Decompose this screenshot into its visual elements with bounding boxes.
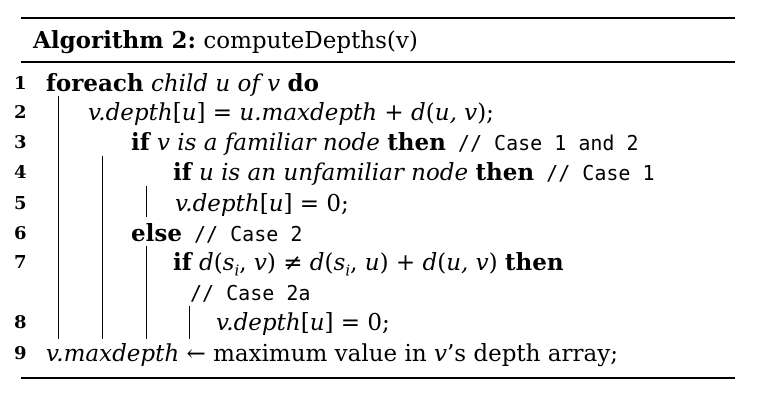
code-segment: then — [475, 159, 535, 186]
code-segment: ] = 0; — [324, 310, 390, 336]
code-segment: if — [173, 249, 192, 276]
indent-bar-foreach — [58, 96, 60, 339]
code-text: if d(si, v) ≠ d(si, u) + d(u, v) then — [173, 249, 564, 285]
code-segment: u, v — [434, 100, 478, 126]
line-number: 9 — [14, 343, 27, 364]
code-segment: v — [253, 250, 267, 276]
line-number: 6 — [14, 223, 27, 244]
code-segment: v.maxdepth — [46, 341, 180, 367]
code-segment: [ — [259, 191, 269, 217]
code-text: foreach child u of v do — [46, 70, 319, 98]
code-text: if u is an unfamiliar node then // Case … — [173, 159, 655, 187]
code-segment: , — [239, 250, 254, 276]
code-segment: foreach — [46, 70, 144, 97]
code-segment: u — [309, 310, 325, 336]
code-segment: ( — [437, 250, 447, 276]
code-segment: d — [411, 100, 426, 126]
code-segment: u, v — [446, 250, 489, 276]
code-segment: ] = — [196, 100, 240, 126]
code-segment: u — [181, 100, 197, 126]
line-number: 3 — [14, 132, 27, 153]
code-text: v.depth[u] = u.maxdepth + d(u, v); — [88, 99, 494, 127]
code-segment: [ — [300, 310, 310, 336]
code-segment — [192, 250, 199, 276]
code-segment — [192, 160, 199, 186]
code-text: v.maxdepth ← maximum value in v’s depth … — [46, 340, 618, 368]
indent-bar-if-distance — [189, 306, 191, 339]
algorithm-caption: Algorithm 2: computeDepths(v) — [33, 27, 418, 54]
code-segment: ) — [488, 250, 505, 276]
line-number: 8 — [14, 312, 27, 333]
line-number: 4 — [14, 162, 27, 183]
code-segment: ); — [477, 100, 494, 126]
code-segment: d — [422, 250, 438, 276]
code-segment: u is an unfamiliar node — [198, 160, 469, 186]
code-segment: // Case 1 and 2 — [445, 131, 639, 155]
code-text: v.depth[u] = 0; — [216, 309, 390, 337]
code-segment: i — [234, 261, 240, 280]
indent-bar-else — [146, 246, 148, 339]
code-segment: // Case 1 — [534, 161, 655, 185]
code-segment: do — [287, 70, 319, 97]
code-text: else // Case 2 — [131, 220, 302, 248]
code-segment: v.depth — [88, 100, 173, 126]
indent-bar-if-unfamiliar — [146, 186, 148, 217]
line-number: 2 — [14, 102, 27, 123]
code-segment: // Case 2a — [190, 281, 311, 305]
algorithm-name: computeDepths(v) — [203, 28, 418, 54]
code-segment — [150, 130, 157, 156]
code-segment: ( — [425, 100, 435, 126]
code-segment: then — [387, 129, 446, 156]
code-text: if v is a familiar node then // Case 1 a… — [131, 129, 639, 157]
caption-rule — [21, 61, 735, 63]
code-segment: ← maximum value in — [179, 341, 434, 367]
code-segment: v.depth — [175, 191, 260, 217]
code-segment: i — [345, 261, 351, 280]
code-segment: else — [131, 220, 182, 247]
code-segment: v.depth — [216, 310, 301, 336]
code-segment: ( — [213, 250, 223, 276]
code-segment: u.maxdepth — [239, 100, 378, 126]
bottom-rule — [21, 377, 735, 379]
line-number: 1 — [14, 73, 27, 94]
code-text: v.depth[u] = 0; — [175, 190, 349, 218]
code-segment: if — [173, 159, 192, 186]
line-number: 7 — [14, 252, 27, 273]
code-segment: s — [222, 250, 235, 276]
code-segment: + — [377, 100, 412, 126]
code-segment: ( — [324, 250, 334, 276]
code-text: // Case 2a — [190, 279, 310, 307]
line-number: 5 — [14, 193, 27, 214]
code-segment: if — [131, 129, 150, 156]
code-segment: s — [333, 250, 346, 276]
code-segment: // Case 2 — [181, 222, 303, 246]
code-segment: v — [433, 341, 447, 367]
code-segment — [144, 71, 151, 97]
code-segment: then — [504, 249, 564, 276]
top-rule — [21, 17, 735, 19]
code-segment: v is a familiar node — [156, 130, 380, 156]
code-segment: u — [268, 191, 284, 217]
code-segment: d — [198, 250, 214, 276]
code-segment: ’s depth array; — [446, 341, 618, 367]
indent-bar-if-familiar — [102, 156, 104, 339]
code-segment: [ — [172, 100, 182, 126]
code-segment: ] = 0; — [283, 191, 349, 217]
code-segment: ) ≠ — [266, 250, 310, 276]
code-segment: child u of v — [150, 71, 281, 97]
code-segment: , — [350, 250, 365, 276]
algorithm-label: Algorithm 2: — [33, 27, 197, 54]
code-segment: ) + — [379, 250, 423, 276]
code-segment: d — [309, 250, 325, 276]
code-segment: u — [364, 250, 380, 276]
